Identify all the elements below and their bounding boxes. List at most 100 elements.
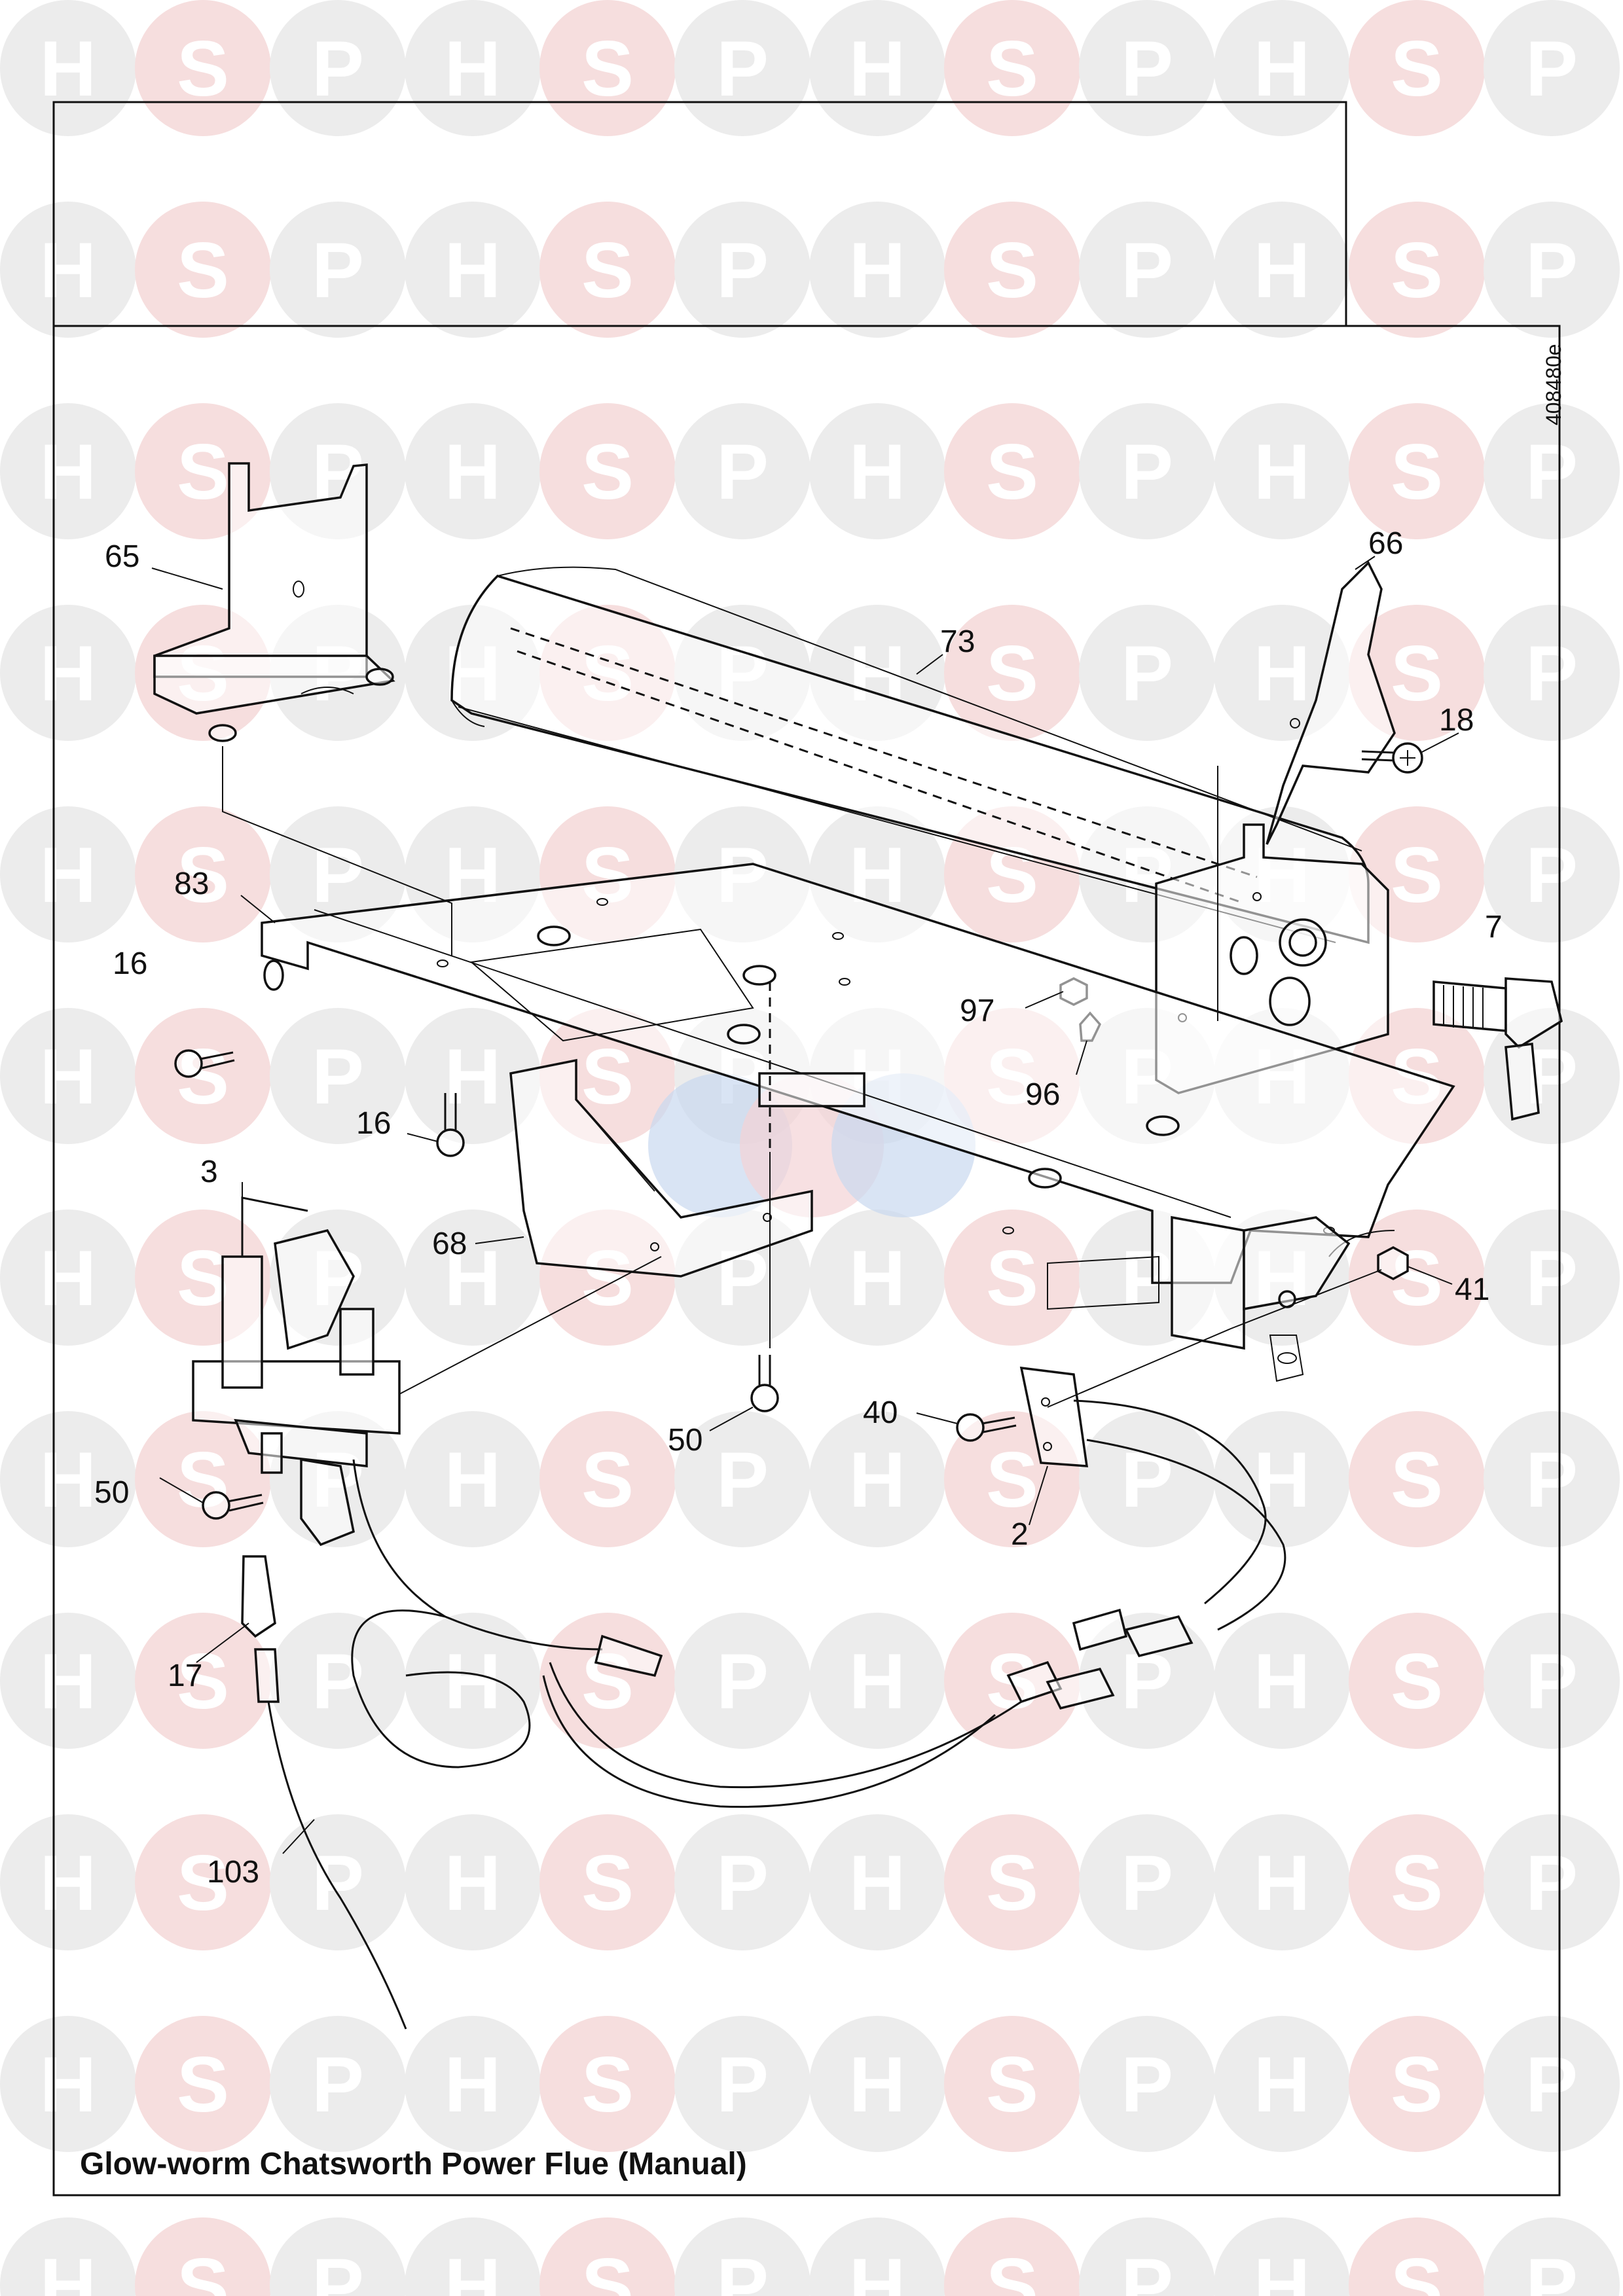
watermark-circle (405, 1411, 541, 1547)
watermark-letter: H (1254, 630, 1311, 717)
watermark-letter: H (849, 226, 906, 314)
watermark-letter: P (1121, 1436, 1173, 1524)
watermark-circle (1079, 605, 1215, 741)
watermark-circle (809, 403, 945, 539)
watermark-circle (674, 403, 811, 539)
callout-97: 97 (960, 994, 994, 1028)
watermark-letter: H (40, 1436, 97, 1524)
watermark-circle (270, 1008, 406, 1144)
watermark-letter: H (445, 1436, 501, 1524)
watermark-letter: S (177, 2242, 229, 2296)
watermark-circle (674, 202, 811, 338)
watermark-letter: H (40, 1033, 97, 1121)
watermark-circle (1484, 403, 1620, 539)
watermark-letter: S (1391, 1436, 1443, 1524)
part-17-sleeve (241, 1555, 280, 1703)
callout-103: 103 (207, 1855, 259, 1890)
part-50-screw-a (750, 1355, 779, 1412)
watermark-circle (0, 1411, 136, 1547)
watermark-circle (135, 1613, 271, 1749)
watermark-letter: P (1121, 2041, 1173, 2128)
watermark-letter: S (986, 1839, 1038, 1927)
watermark-circle (1079, 1814, 1215, 1950)
callout-41: 41 (1455, 1272, 1489, 1307)
watermark-letter: S (581, 25, 634, 113)
watermark-circle (809, 2217, 945, 2296)
watermark-letter: H (849, 25, 906, 113)
watermark-circle (270, 806, 406, 942)
watermark-circle (1484, 806, 1620, 942)
watermark-letter: S (581, 2041, 634, 2128)
watermark-circle (1349, 2016, 1485, 2152)
watermark-circle (1484, 1613, 1620, 1749)
watermark-circle (0, 1008, 136, 1144)
watermark-letter: S (177, 25, 229, 113)
watermark-letter: S (581, 226, 634, 314)
watermark-circle (944, 1814, 1080, 1950)
watermark-circle (1079, 202, 1215, 338)
watermark-letter: H (40, 1638, 97, 1725)
callout-labels: 65 66 73 18 83 16 16 7 97 96 3 68 41 40 … (94, 526, 1503, 1890)
watermark-letter: P (1121, 25, 1173, 113)
part-40-screw (956, 1413, 1017, 1442)
part-41-nut (1377, 1246, 1409, 1280)
watermark-letter: H (849, 1638, 906, 1725)
watermark-circle (944, 202, 1080, 338)
watermark-letter: S (986, 2041, 1038, 2128)
watermark-circle (809, 2016, 945, 2152)
drawing-title: Glow-worm Chatsworth Power Flue (Manual) (80, 2147, 747, 2181)
watermark-letter: S (1391, 1839, 1443, 1927)
callout-17: 17 (168, 1659, 202, 1693)
watermark-letter: P (716, 1638, 769, 1725)
watermark-letter: P (1525, 2242, 1578, 2296)
watermark-circle (1349, 202, 1485, 338)
watermark-letter: S (1391, 2041, 1443, 2128)
watermark-letter: S (986, 226, 1038, 314)
part-50-screw-b (202, 1491, 264, 1520)
part-2-microswitch (1019, 1366, 1089, 1467)
watermark-letter: H (40, 630, 97, 717)
watermark-circle (0, 2016, 136, 2152)
watermark-circle (135, 1814, 271, 1950)
watermark-circle (1484, 1814, 1620, 1950)
watermark-letter: S (1391, 630, 1443, 717)
watermark-circle (539, 1613, 676, 1749)
watermark-circle (405, 1210, 541, 1346)
watermark-letter: H (1254, 1839, 1311, 1927)
watermark-letter: H (445, 25, 501, 113)
watermark-circle (405, 1613, 541, 1749)
part-16-screw-a (174, 1049, 235, 1078)
watermark-letter: P (1525, 25, 1578, 113)
watermark-circle (270, 1613, 406, 1749)
watermark-letter: H (1254, 1436, 1311, 1524)
watermark-circle (674, 1411, 811, 1547)
watermark-letter: S (581, 1436, 634, 1524)
watermark-circle (539, 403, 676, 539)
watermark-circle (809, 202, 945, 338)
watermark-circle (270, 202, 406, 338)
callout-3: 3 (200, 1155, 218, 1189)
watermark-circle (674, 2217, 811, 2296)
watermark-letter: S (581, 428, 634, 516)
watermark-letter: P (1525, 1436, 1578, 1524)
watermark-letter: P (1121, 226, 1173, 314)
watermark-letter: S (177, 1638, 229, 1725)
watermark-circle (1079, 1613, 1215, 1749)
watermark-letter: S (581, 2242, 634, 2296)
watermark-circle (135, 2016, 271, 2152)
watermark-circle (1484, 0, 1620, 136)
callout-16-b: 16 (356, 1106, 391, 1141)
watermark-circle (1484, 1411, 1620, 1547)
watermark-circle (405, 403, 541, 539)
watermark-letter: P (716, 226, 769, 314)
watermark-circle (1349, 2217, 1485, 2296)
watermark-circle (1484, 1210, 1620, 1346)
watermark-circle (405, 2016, 541, 2152)
watermark-letter: H (849, 428, 906, 516)
watermark-circle (1484, 202, 1620, 338)
callout-73: 73 (940, 624, 975, 659)
watermark-letter: H (445, 1234, 501, 1322)
watermark-circle (809, 1210, 945, 1346)
watermark-circle (1484, 2217, 1620, 2296)
watermark-circle (944, 2217, 1080, 2296)
